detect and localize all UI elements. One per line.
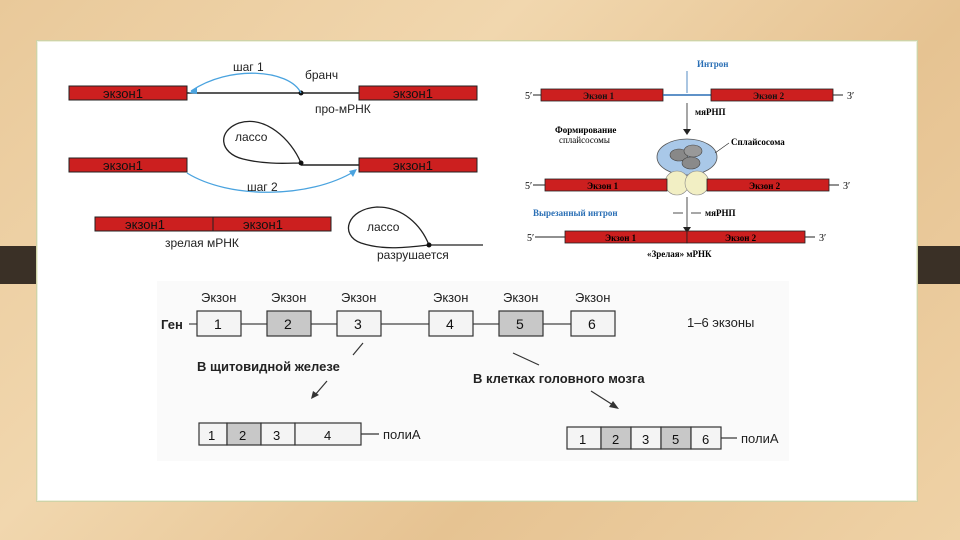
slide-card: экзон1 экзон1 шаг 1 бранч про-мРНК лассо… — [36, 40, 918, 502]
snrnp2-label: мяРНП — [705, 208, 736, 218]
product-exon-number: 6 — [702, 432, 709, 447]
product-exon-number: 5 — [672, 432, 679, 447]
exon-bar — [358, 85, 478, 101]
lasso2-label: лассо — [367, 220, 400, 234]
product-exon-number: 2 — [239, 428, 246, 443]
snrnp-particle — [683, 144, 703, 158]
spliceosome-lobe — [684, 170, 710, 196]
brain-label: В клетках головного мозга — [473, 371, 645, 386]
arrowhead — [609, 401, 619, 409]
lasso-degraded — [348, 206, 483, 249]
five-prime-label: 5′ — [527, 233, 534, 244]
arrowhead — [189, 87, 197, 94]
exon-label: экзон1 — [393, 158, 433, 173]
gene-exon-box — [498, 310, 544, 337]
gene-exon-box — [336, 310, 382, 337]
gene-exon-number: 1 — [214, 316, 222, 332]
step2-arrow — [186, 170, 356, 193]
exon2-label: Экзон 2 — [749, 181, 781, 191]
gene-exon-box — [428, 310, 474, 337]
gene-exon-box — [570, 310, 616, 337]
snrnp-label: мяРНП — [695, 107, 726, 117]
exon2-label: Экзон 2 — [725, 233, 757, 243]
branch-point — [298, 160, 304, 166]
panel-alternative-splicing: Экзон Экзон Экзон Экзон Экзон Экзон Ген … — [157, 281, 789, 461]
step2-label: шаг 2 — [247, 180, 278, 194]
branch-label: бранч — [305, 68, 338, 82]
arrowhead — [683, 129, 691, 135]
gene-exon-box — [266, 310, 312, 337]
lasso-label: лассо — [235, 130, 268, 144]
product-exon-number: 1 — [208, 428, 215, 443]
exon-bar — [68, 157, 188, 173]
polya-label: полиА — [383, 427, 421, 442]
product-exon-number: 3 — [642, 432, 649, 447]
snrnp-particle — [681, 156, 701, 170]
three-prime-label: 3′ — [847, 91, 854, 102]
product-exon-number: 4 — [324, 428, 331, 443]
mature-label: «Зрелая» мРНК — [647, 249, 712, 259]
exon-label: экзон1 — [103, 86, 143, 101]
pointer-line — [714, 142, 730, 154]
exon-label: экзон1 — [125, 217, 165, 232]
exon-label: экзон1 — [243, 217, 283, 232]
five-prime-label: 5′ — [525, 91, 532, 102]
exon-bar — [212, 216, 332, 232]
panel-spliceosome: Интрон 5′ Экзон 1 Экзон 2 3′ мяРНП Форми… — [515, 57, 891, 263]
three-prime-label: 3′ — [843, 181, 850, 192]
exon-header: Экзон — [271, 290, 306, 305]
thyroid-label: В щитовидной железе — [197, 359, 340, 374]
arrowhead — [311, 391, 319, 399]
path-arrow — [512, 352, 540, 366]
exon-bar — [358, 157, 478, 173]
exon2-label: Экзон 2 — [753, 91, 785, 101]
five-prime-label: 5′ — [525, 181, 532, 192]
spliceosome-label: Сплайсосома — [731, 137, 785, 147]
lasso-loop — [223, 120, 302, 164]
exon-header: Экзон — [433, 290, 468, 305]
branch-point — [426, 242, 432, 248]
gene-exon-number: 3 — [354, 316, 362, 332]
exon-header: Экзон — [575, 290, 610, 305]
gene-exon-number: 6 — [588, 316, 596, 332]
alt-splicing-svg: Экзон Экзон Экзон Экзон Экзон Экзон Ген … — [161, 290, 779, 450]
step1-arrow — [190, 72, 302, 94]
three-prime-label: 3′ — [819, 233, 826, 244]
exon1-label: Экзон 1 — [605, 233, 637, 243]
lasso-splicing-svg: экзон1 экзон1 шаг 1 бранч про-мРНК лассо… — [68, 60, 483, 262]
product-exon-number: 2 — [612, 432, 619, 447]
arrowhead — [349, 169, 357, 177]
intron-title: Интрон — [697, 59, 728, 69]
exon-label: экзон1 — [393, 86, 433, 101]
exon-header: Экзон — [341, 290, 376, 305]
gene-exon-box — [196, 310, 242, 337]
excised-intron-label: Вырезанный интрон — [533, 208, 618, 218]
exon1-label: Экзон 1 — [587, 181, 619, 191]
product-exon-number: 1 — [579, 432, 586, 447]
spliceosome-svg: Интрон 5′ Экзон 1 Экзон 2 3′ мяРНП Форми… — [525, 59, 854, 259]
panel-lasso-splicing: экзон1 экзон1 шаг 1 бранч про-мРНК лассо… — [59, 57, 489, 263]
exons-note: 1–6 экзоны — [687, 315, 754, 330]
exon-header: Экзон — [503, 290, 538, 305]
product-exon-number: 3 — [273, 428, 280, 443]
gene-exon-number: 4 — [446, 316, 454, 332]
exon-header: Экзон — [201, 290, 236, 305]
exon-bar — [544, 178, 668, 192]
path-arrow — [314, 380, 328, 396]
exon1-label: Экзон 1 — [583, 91, 615, 101]
path-arrow — [590, 390, 614, 406]
polya-label: полиА — [741, 431, 779, 446]
degraded-label: разрушается — [377, 248, 449, 262]
mature-mrna-label: зрелая мРНК — [165, 236, 239, 250]
formation-line2: сплайсосомы — [559, 135, 610, 145]
gene-exon-number: 2 — [284, 316, 292, 332]
step1-label: шаг 1 — [233, 60, 264, 74]
arrowhead — [683, 227, 691, 233]
exon-label: экзон1 — [103, 158, 143, 173]
pre-mrna-label: про-мРНК — [315, 102, 371, 116]
formation-line1: Формирование — [555, 125, 616, 135]
gene-exon-number: 5 — [516, 316, 524, 332]
gene-label: Ген — [161, 317, 183, 332]
path-arrow — [352, 342, 364, 356]
